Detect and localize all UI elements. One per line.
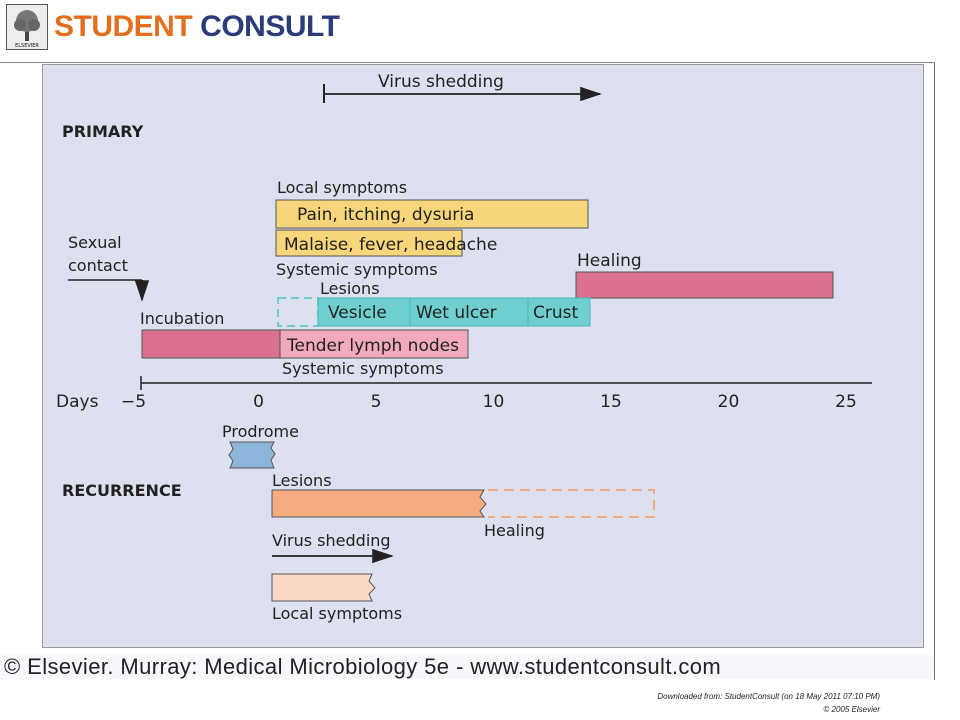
sexual-contact-label-line2: contact <box>68 256 128 275</box>
systemic-symptoms-label-2: Systemic symptoms <box>282 359 444 378</box>
axis-tick-label: 20 <box>718 392 740 412</box>
axis-tick-label: 5 <box>371 392 382 412</box>
primary-title: PRIMARY <box>62 122 144 141</box>
elsevier-tree-logo: ELSEVIER <box>6 4 48 50</box>
publisher-logo-text: ELSEVIER <box>15 43 39 49</box>
healing-primary-bar <box>575 271 834 299</box>
tree-icon: ELSEVIER <box>14 10 40 49</box>
lesions-recurrence-label: Lesions <box>272 471 332 490</box>
lesions-dashed-start <box>277 297 319 327</box>
local-symptoms-recurrence-bar <box>271 573 376 602</box>
local-symptoms-recurrence-label: Local symptoms <box>272 604 402 623</box>
vesicle-label: Vesicle <box>328 303 387 323</box>
wet-ulcer-label: Wet ulcer <box>416 303 497 323</box>
lesions-primary-label: Lesions <box>320 279 380 298</box>
recurrence-title: RECURRENCE <box>62 481 182 500</box>
axis-tick-labels: −5 0 5 10 15 20 25 <box>121 392 857 412</box>
wet-ulcer-bar <box>409 297 529 327</box>
malaise-bar <box>275 229 463 257</box>
incubation-bar <box>141 329 281 359</box>
malaise-label: Malaise, fever, headache <box>284 235 497 255</box>
local-symptoms-label: Local symptoms <box>277 178 407 197</box>
prodrome-label: Prodrome <box>222 422 299 441</box>
crust-bar <box>527 297 591 327</box>
copyright-banner: © Elsevier. Murray: Medical Microbiology… <box>0 655 934 679</box>
pain-bar <box>275 199 589 229</box>
crust-label: Crust <box>533 303 578 323</box>
downloaded-text: Downloaded from: StudentConsult (on 18 M… <box>657 692 880 701</box>
healing-primary-label: Healing <box>577 251 642 271</box>
healing-recurrence-label: Healing <box>484 521 545 540</box>
figure-frame <box>0 62 935 680</box>
pain-label: Pain, itching, dysuria <box>297 205 474 225</box>
axis-tick-label: 10 <box>483 392 505 412</box>
copyright-small: © 2005 Elsevier <box>823 705 880 714</box>
incubation-label: Incubation <box>140 309 224 328</box>
systemic-symptoms-label-1: Systemic symptoms <box>276 260 438 279</box>
brand-consult: CONSULT <box>200 10 340 43</box>
axis-tick-label: 0 <box>253 392 264 412</box>
sexual-contact-label-line1: Sexual <box>68 233 122 252</box>
download-notice: Downloaded from: StudentConsult (on 18 M… <box>657 690 880 716</box>
days-axis-label: Days <box>56 392 99 412</box>
axis-tick-label: −5 <box>121 392 146 412</box>
tender-nodes-bar <box>279 329 469 359</box>
tender-nodes-label: Tender lymph nodes <box>286 336 459 356</box>
virus-shedding-top-label: Virus shedding <box>378 72 504 92</box>
header-divider <box>0 62 934 63</box>
prodrome-bar <box>228 441 276 469</box>
lesions-recurrence-bar <box>271 489 487 518</box>
healing-recurrence-dashed <box>488 489 655 518</box>
axis-tick-label: 15 <box>600 392 622 412</box>
brand-student: STUDENT <box>54 10 193 43</box>
vesicle-bar <box>317 297 411 327</box>
axis-tick-label: 25 <box>835 392 857 412</box>
virus-shedding-recurrence-label: Virus shedding <box>272 531 391 550</box>
